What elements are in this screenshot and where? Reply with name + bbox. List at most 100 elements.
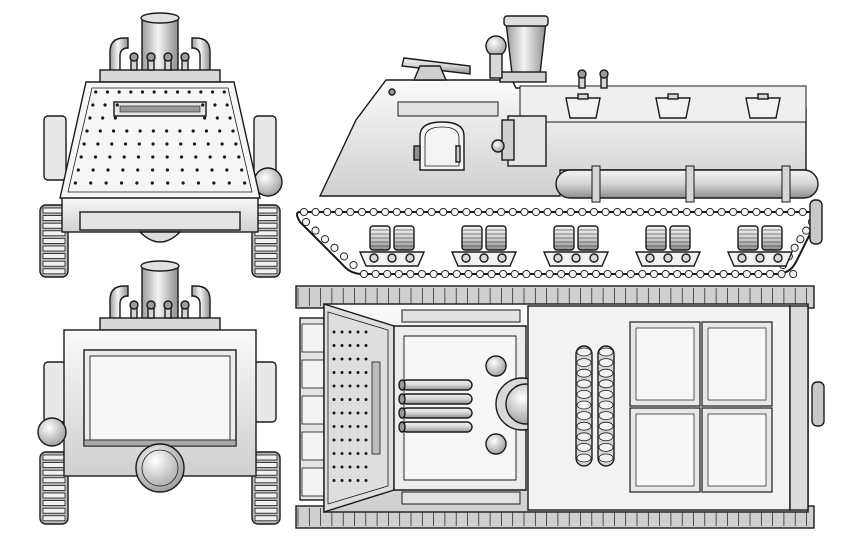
rivet [340, 452, 344, 455]
front-valves [129, 52, 190, 71]
front-exhaust-rim [140, 12, 180, 24]
radiator-coil [598, 389, 614, 399]
radiator-coil [576, 442, 592, 452]
rivet [91, 103, 95, 107]
side-periscope-dome [485, 35, 507, 57]
rivet [340, 438, 344, 442]
track-link [717, 207, 726, 217]
track-link [777, 269, 786, 279]
valve-knob [163, 52, 173, 62]
fender-bay [301, 467, 325, 497]
side-engine-knob [491, 139, 505, 153]
rivet [234, 142, 238, 146]
deck-panel-inset [707, 413, 767, 487]
rivet [356, 411, 360, 415]
track-link [787, 207, 796, 217]
road-wheel [663, 253, 673, 263]
rivet [356, 425, 360, 428]
rear-left-elbow-pipe [109, 285, 129, 323]
rivet [79, 155, 83, 159]
rear-spare-drum [37, 417, 67, 447]
track-link [42, 237, 66, 244]
rivet [225, 168, 229, 172]
rivet [332, 330, 336, 334]
radiator-coil [598, 421, 614, 431]
rivet [212, 181, 216, 185]
rivet [348, 398, 352, 401]
track-link [580, 269, 589, 279]
rivet [136, 168, 140, 172]
track-link [339, 252, 349, 261]
rivet [91, 168, 95, 172]
radiator-coil [576, 421, 592, 431]
side-track-links [299, 207, 817, 279]
rivet [125, 129, 129, 133]
track-link [601, 207, 610, 217]
radiator-coil [598, 347, 614, 357]
track-link [254, 492, 278, 499]
track-link [464, 269, 473, 279]
top-vent-upper [485, 355, 507, 377]
track-link [729, 207, 738, 217]
rivet [165, 155, 169, 159]
track-link [707, 269, 717, 279]
radiator-coil [598, 368, 614, 378]
track-link [615, 269, 624, 279]
track-link [499, 269, 508, 279]
valve-knob [129, 52, 139, 62]
road-wheel [553, 253, 563, 263]
track-link [254, 462, 278, 469]
track-link [311, 226, 320, 235]
track-link [381, 207, 390, 217]
rivet [119, 181, 124, 185]
rivet [332, 411, 336, 415]
rivet [164, 90, 168, 94]
exhaust-tube-end [398, 393, 406, 405]
side-valves [388, 69, 609, 96]
radiator-coil [576, 389, 592, 399]
track-link [520, 207, 529, 217]
rivet [181, 181, 185, 185]
rivet [151, 129, 155, 133]
track-link [636, 207, 645, 217]
track-link [254, 454, 278, 461]
rivet [194, 155, 198, 159]
rivet [165, 142, 169, 146]
rivet [332, 371, 336, 374]
track-link [497, 207, 506, 217]
valve-knob [129, 300, 139, 310]
rivet [191, 129, 195, 133]
track-link [334, 207, 343, 217]
rivet [340, 371, 344, 374]
side-hatch-handle [455, 145, 461, 163]
radiator-coil [576, 358, 592, 368]
exhaust-tube-end [398, 379, 406, 391]
track-link [789, 269, 798, 279]
rear-exhaust-rim [140, 260, 180, 272]
valve-knob [180, 300, 190, 310]
road-wheel [387, 253, 397, 263]
track-link [740, 207, 749, 217]
rear-track-links [42, 454, 278, 522]
rivet [150, 168, 155, 172]
rivet [356, 479, 360, 482]
front-engine-deck [99, 69, 221, 83]
front-glacis-inner [67, 87, 253, 193]
track-link [719, 269, 728, 279]
radiator-coil [598, 400, 614, 410]
track-link [487, 269, 496, 279]
radiator-coil [598, 358, 614, 368]
rivet [152, 90, 156, 94]
side-valve-knob [577, 69, 587, 79]
track-link [673, 269, 682, 279]
rivet [150, 181, 154, 185]
rear-view [37, 260, 281, 525]
rivet [340, 425, 344, 428]
rivet [332, 344, 336, 347]
valve-knob [146, 52, 156, 62]
rivet [208, 155, 212, 159]
track-link [383, 269, 392, 279]
rivet [348, 425, 352, 428]
track-link [798, 207, 807, 217]
